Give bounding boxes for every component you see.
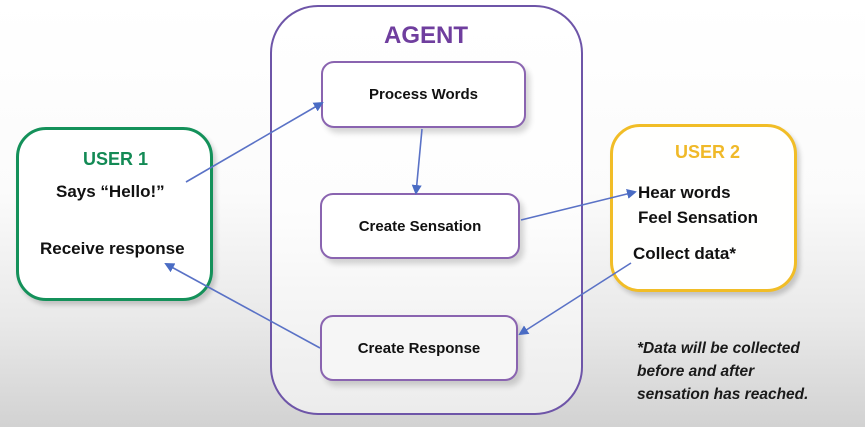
user2-title: USER 2 — [675, 142, 741, 162]
footnote: *Data will be collected before and after… — [637, 337, 808, 406]
create-sensation-node: Create Sensation — [320, 193, 520, 259]
create-response-label: Create Response — [357, 339, 481, 357]
user2-feel-text: Feel Sensation — [638, 208, 758, 227]
footnote-line: *Data will be collected — [637, 340, 800, 357]
process-words-node: Process Words — [321, 61, 526, 128]
process-words-label: Process Words — [369, 86, 478, 103]
agent-title: AGENT — [384, 22, 468, 49]
user1-title: USER 1 — [83, 149, 149, 169]
user2-box — [610, 124, 797, 292]
user1-says-text: Says “Hello!” — [56, 182, 165, 201]
user2-hear-text: Hear words — [638, 183, 731, 202]
footnote-line: before and after — [637, 363, 755, 380]
user2-collect-text: Collect data* — [633, 244, 736, 263]
create-response-node: Create Response — [320, 315, 518, 381]
create-sensation-label: Create Sensation — [358, 217, 482, 235]
user1-receive-text: Receive response — [40, 239, 185, 258]
footnote-line: sensation has reached. — [637, 386, 809, 403]
user1-box — [16, 127, 213, 301]
